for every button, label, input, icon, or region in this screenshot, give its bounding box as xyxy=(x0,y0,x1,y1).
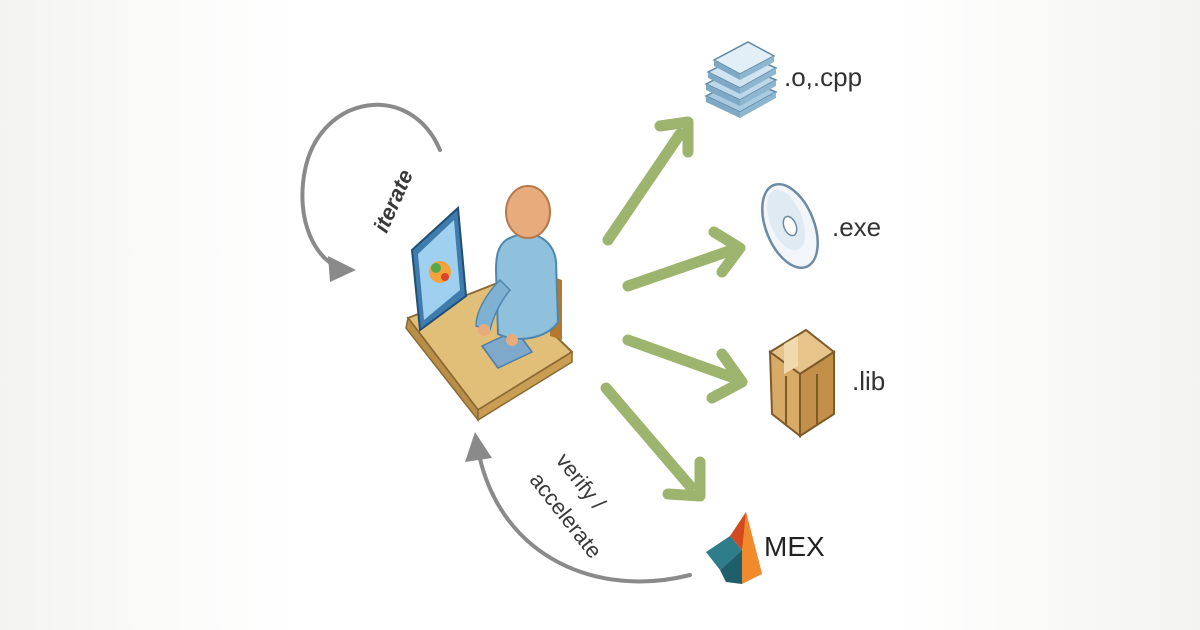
developer-workstation-icon xyxy=(405,185,574,423)
output-arrow-mex xyxy=(600,382,706,502)
package-box-icon xyxy=(768,328,836,439)
output-label-exe: .exe xyxy=(832,212,881,242)
output-label-lib: .lib xyxy=(852,366,885,396)
iterate-loop-arrow xyxy=(300,102,442,282)
output-arrow-lib xyxy=(622,334,748,404)
output-arrow-exe xyxy=(622,226,746,292)
verify-accelerate-loop-arrow xyxy=(465,432,692,584)
output-label-cpp: .o,.cpp xyxy=(784,62,862,92)
iterate-label: iterate xyxy=(368,166,418,237)
matlab-logo-icon xyxy=(706,512,762,584)
stacked-files-icon xyxy=(704,41,778,118)
diagram-panel xyxy=(295,0,907,630)
disc-icon xyxy=(761,182,819,270)
output-arrow-cpp xyxy=(602,116,694,246)
output-label-mex: MEX xyxy=(764,531,825,562)
